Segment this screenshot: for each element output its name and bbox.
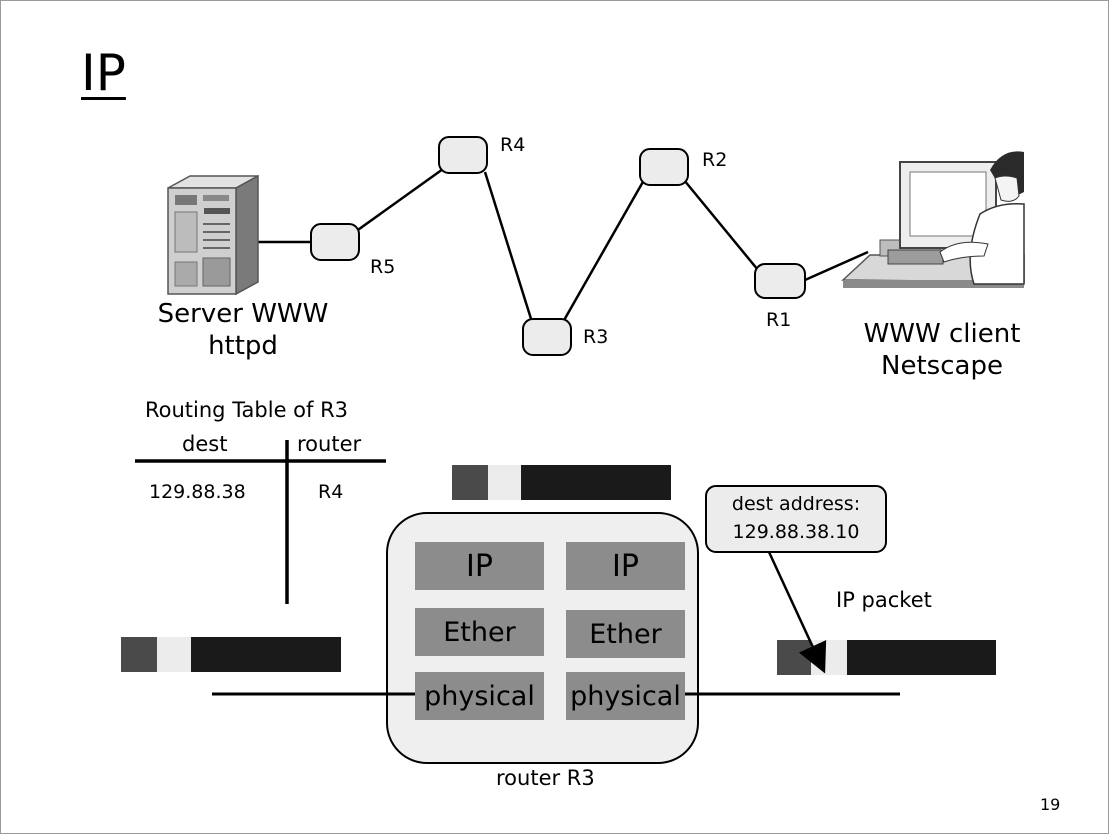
router-r2 (639, 148, 689, 186)
router-r2-label: R2 (702, 149, 728, 171)
client-workstation-icon (841, 151, 1025, 288)
stack-right-ip: IP (566, 542, 685, 590)
client-label-line1: WWW client (863, 319, 1021, 349)
stack-left-ip: IP (415, 542, 544, 590)
router-r5-label: R5 (370, 256, 396, 278)
router-r4-label: R4 (500, 134, 526, 156)
server-icon (167, 174, 259, 296)
router-r3 (522, 318, 572, 356)
router-r3-label: R3 (583, 326, 609, 348)
routing-table-cell-dest: 129.88.38 (149, 481, 246, 503)
packet-left (121, 637, 341, 672)
routing-table-lines (135, 440, 386, 604)
link-r3-r2 (561, 179, 646, 323)
routing-table-cell-router: R4 (318, 481, 344, 503)
stack-left-physical: physical (415, 672, 544, 720)
network-links (255, 167, 869, 323)
routing-table-caption: Routing Table of R3 (145, 398, 349, 422)
server-label-line2: httpd (208, 331, 278, 361)
routers (310, 136, 806, 356)
stack-left-ether: Ether (415, 608, 544, 656)
link-r4-r3 (483, 171, 534, 323)
packet-right (777, 640, 996, 675)
routing-table-header-router: router (297, 432, 362, 456)
router-r5 (310, 223, 360, 261)
stack-right-physical: physical (566, 672, 685, 720)
router-r3-caption: router R3 (496, 766, 595, 790)
client-label: WWW client Netscape (832, 318, 1052, 382)
dest-address-line1: dest address: (731, 493, 861, 515)
slide-title: IP (81, 44, 126, 102)
client-label-line2: Netscape (881, 351, 1003, 381)
server-label: Server WWW httpd (128, 298, 358, 362)
link-r2-r1 (683, 179, 759, 271)
router-r1-label: R1 (766, 309, 792, 331)
link-r1-client (804, 250, 869, 282)
stack-right-ether: Ether (566, 610, 685, 658)
link-r5-r4 (354, 167, 444, 234)
router-r1 (754, 263, 806, 299)
routing-table-header-dest: dest (182, 432, 228, 456)
dest-address-callout (705, 485, 887, 553)
callout-arrow (767, 551, 827, 674)
page-number: 19 (1040, 795, 1061, 814)
packet-top (452, 465, 671, 500)
dest-address-text: dest address: 129.88.38.10 (706, 490, 886, 546)
dest-address-line2: 129.88.38.10 (732, 521, 860, 543)
server-label-line1: Server WWW (157, 299, 329, 329)
ip-packet-label: IP packet (836, 588, 932, 612)
router-r4 (438, 136, 488, 174)
